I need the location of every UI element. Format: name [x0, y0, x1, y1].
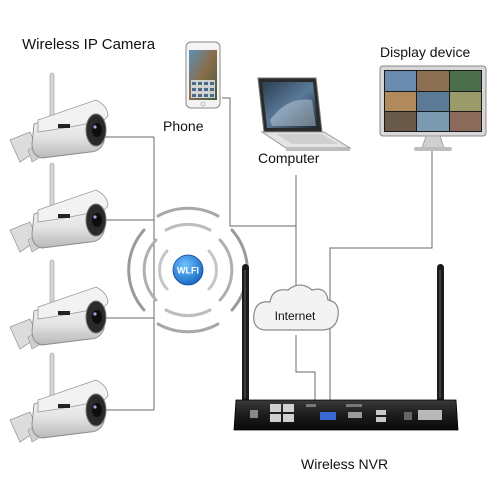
- computer-label: Computer: [258, 150, 320, 166]
- wireless-nvr-device: [233, 264, 459, 431]
- nvr-lan-ports: [270, 404, 294, 422]
- connection-lines: [97, 97, 433, 418]
- internet-label: Internet: [275, 309, 316, 323]
- wireless-ip-camera-1: [9, 72, 109, 163]
- display-device: [379, 65, 487, 151]
- wireless-ip-camera-label: Wireless IP Camera: [22, 36, 156, 53]
- wireless-ip-camera-3: [9, 259, 109, 350]
- internet-cloud: Internet: [253, 284, 339, 331]
- wireless-ip-camera-4: [9, 352, 109, 443]
- phone-link: [222, 97, 297, 290]
- display-nvr-link: [329, 150, 433, 418]
- monitor-video-grid: [385, 71, 481, 131]
- wifi-symbol: WLFI: [127, 206, 249, 334]
- phone-label: Phone: [163, 118, 204, 134]
- nvr-vga-port: [320, 412, 336, 420]
- wireless-nvr-label: Wireless NVR: [301, 456, 389, 472]
- computer-device: [257, 77, 352, 151]
- wifi-badge: [172, 254, 204, 286]
- nvr-power-port: [250, 410, 258, 418]
- wifi-badge-text: WLFI: [177, 266, 199, 276]
- display-device-label: Display device: [380, 44, 471, 60]
- nvr-hdmi-port: [348, 412, 362, 418]
- internet-nvr-link: [295, 335, 316, 418]
- phone-device: [185, 41, 221, 109]
- wireless-ip-camera-2: [9, 162, 109, 253]
